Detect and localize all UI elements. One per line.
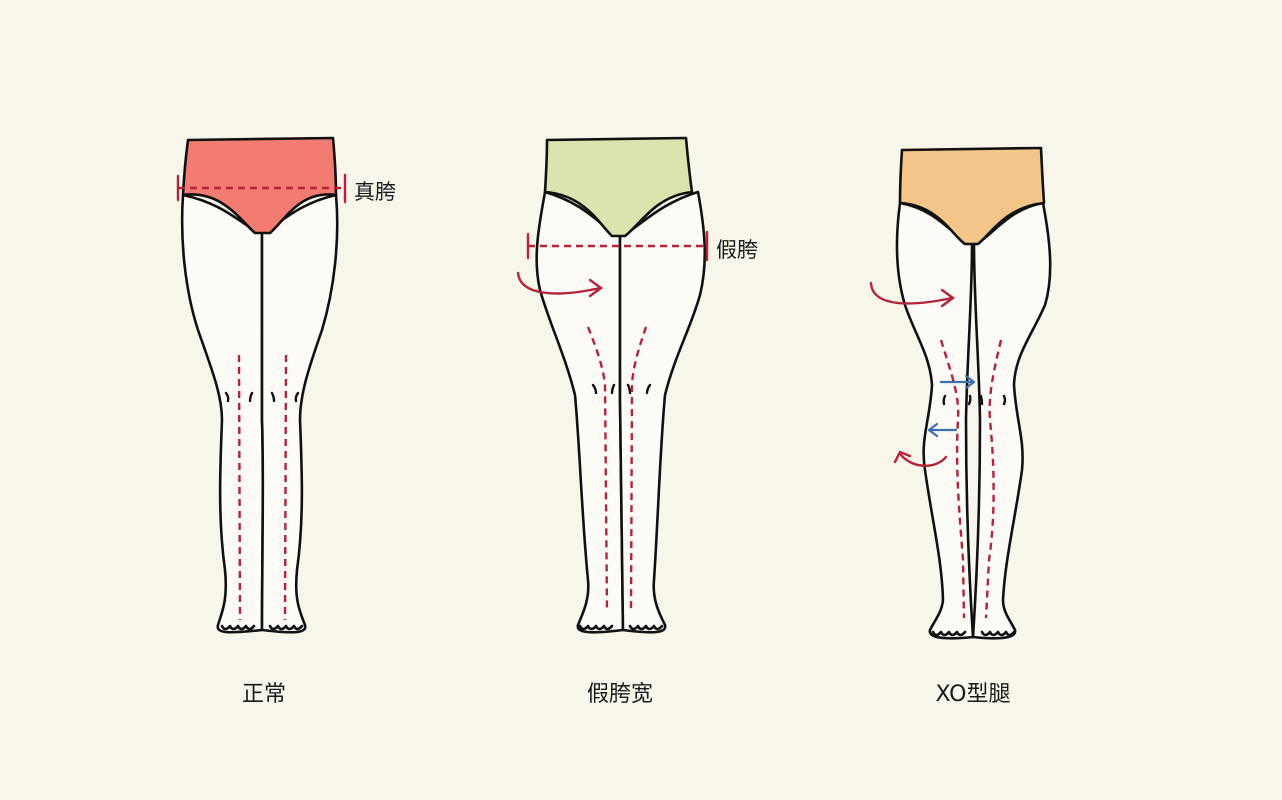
right-leg-alignment-line (984, 339, 1003, 619)
caption-xo-legs: XO型腿 (935, 682, 1011, 707)
false-hip-label: 假胯 (716, 238, 758, 262)
figure-normal (176, 136, 347, 634)
caption-false-hip-wide: 假胯宽 (586, 682, 654, 707)
figure-false-hip-wide (516, 136, 709, 634)
thigh-rotation-arrow (516, 271, 602, 295)
brief-false-hip (543, 136, 694, 238)
right-leg-outline (971, 201, 1052, 640)
thigh-rotation-arrow (869, 281, 954, 305)
figure-xo-legs (869, 146, 1052, 640)
left-leg-alignment-line (586, 326, 609, 613)
right-leg-alignment-line (283, 354, 288, 621)
right-toes (268, 624, 304, 631)
brief-normal (181, 136, 338, 235)
left-leg-alignment-line (939, 339, 966, 619)
left-leg-outline (535, 190, 625, 634)
right-leg-outline (260, 193, 339, 634)
knee-inward-arrow (939, 374, 976, 390)
left-toes (220, 624, 256, 631)
right-leg-outline (618, 190, 707, 634)
true-hip-label: 真胯 (354, 180, 396, 204)
right-leg-alignment-line (629, 326, 648, 613)
left-leg-alignment-line (237, 354, 242, 621)
shin-rotation-arrow (899, 453, 948, 467)
brief-xo (898, 146, 1046, 246)
caption-normal: 正常 (241, 682, 287, 707)
calf-outward-arrow (927, 422, 958, 438)
left-leg-outline (180, 193, 265, 634)
left-leg-outline (895, 201, 975, 640)
